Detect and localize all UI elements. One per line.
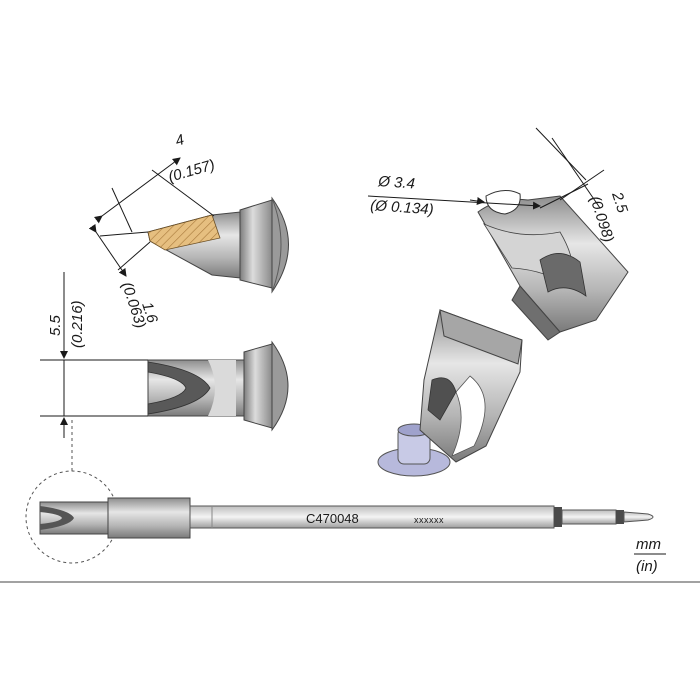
batch-code: xxxxxx [414, 515, 444, 525]
tip-side-view [147, 196, 289, 294]
part-number: C470048 [306, 511, 359, 526]
dim-tip-width: 5.5 (0.216) [40, 272, 148, 438]
dim-tip-length: 4 (0.157) [93, 131, 217, 233]
tip-tilted-lower [377, 309, 523, 477]
dim-cup-diameter-in: (Ø 0.134) [370, 197, 434, 218]
dim-tip-length-mm: 4 [173, 131, 186, 150]
unit-mm: mm [636, 536, 661, 553]
dim-tip-width-mm: 5.5 [47, 314, 64, 336]
units-legend: mm (in) [634, 536, 666, 575]
unit-in: (in) [636, 558, 658, 575]
dim-tip-edge-mm: 1.6 [138, 300, 161, 326]
tip-front-view [147, 340, 289, 432]
tip-tilted-upper [477, 190, 629, 341]
cartridge: C470048 xxxxxx [25, 420, 654, 564]
dim-cup-diameter: Ø 3.4 (Ø 0.134) [367, 173, 541, 218]
dim-cup-diameter-mm: Ø 3.4 [377, 173, 416, 193]
dim-tip-length-in: (0.157) [166, 156, 216, 185]
dim-tip-width-in: (0.216) [69, 300, 86, 348]
dim-cup-depth-mm: 2.5 [608, 189, 631, 216]
dim-tip-edge: 1.6 (0.063) [88, 223, 161, 330]
